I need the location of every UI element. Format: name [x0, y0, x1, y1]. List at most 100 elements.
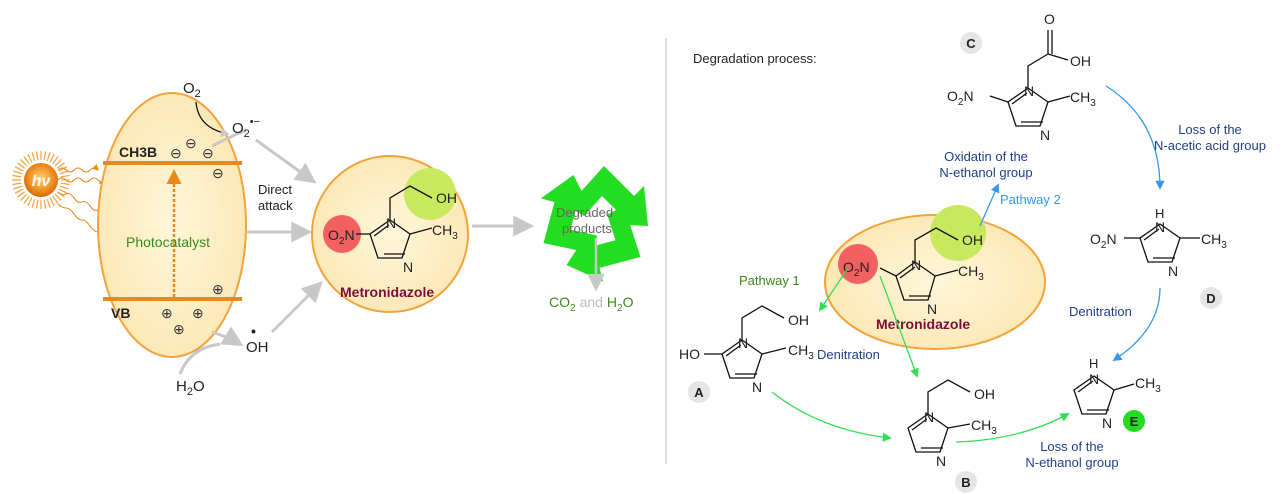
ring-nitrogen-3: N: [936, 453, 946, 469]
ring-nitrogen-3: N: [927, 301, 937, 317]
superoxide-label: O2•−: [232, 116, 260, 140]
ring-nitrogen-1: N: [738, 335, 748, 351]
carboxyl-oh-label: OH: [1070, 53, 1091, 69]
hydroxyl-radical-label: OH: [246, 339, 269, 356]
vb-label: VB: [111, 305, 130, 321]
sun-ray: [46, 198, 51, 208]
electron: ⊖: [170, 145, 182, 161]
denitration-label: Denitration: [817, 347, 880, 362]
sun-ray: [12, 174, 22, 178]
sun-ray: [56, 162, 65, 169]
loss-acetic-label: Loss of the: [1178, 122, 1242, 137]
compound-a-letter: A: [694, 385, 704, 400]
hydroxyl-group-label: OH: [974, 386, 995, 402]
compound-e-badge: [1123, 410, 1145, 432]
oxygen-label: O2: [183, 80, 201, 100]
sun-ray: [49, 197, 55, 207]
sun-ray: [60, 174, 70, 178]
compound-e-structure: [1073, 375, 1135, 415]
water-oxidation-line: [178, 342, 221, 375]
methyl-group-label: CH3: [1201, 231, 1227, 251]
b-to-e-arrow: [955, 413, 1070, 443]
d-to-e-arrow: [1112, 287, 1161, 361]
loss-acetic-label: N-acetic acid group: [1154, 138, 1266, 153]
oxidation-label: N-ethanol group: [939, 165, 1032, 180]
oxygen-reduction-arrow: [195, 101, 230, 138]
nh-hydrogen: H: [1155, 206, 1164, 221]
compound-b-structure: [907, 379, 971, 453]
sun-ray: [54, 159, 62, 167]
sun-ray: [20, 193, 28, 201]
left-panel: hν CH3B VB Photocatalyst ⊖ ⊖ ⊖ ⊖ ⊕ ⊕ ⊕ ⊕…: [12, 80, 659, 398]
pathway-2-arrow: [979, 183, 1000, 227]
ring-nitrogen-3: N: [403, 259, 413, 275]
electron: ⊖: [202, 145, 214, 161]
sun-ray: [20, 159, 28, 167]
hydroxyl-group-label: OH: [436, 190, 457, 206]
compound-b-badge: [955, 471, 977, 493]
oxidation-label: Oxidatin of the: [944, 149, 1028, 164]
sun-ray: [35, 151, 39, 161]
direct-attack-label: Direct: [258, 182, 292, 197]
ring-nitrogen-3: N: [1102, 415, 1112, 431]
sun-ray: [13, 170, 23, 175]
nitro-group-label: O2N: [947, 88, 974, 108]
sun-ray: [23, 195, 30, 204]
metronidazole-label: Metronidazole: [340, 284, 434, 300]
ethanol-highlight: [404, 168, 456, 220]
hydroxyl-attack-arrow: [270, 281, 323, 334]
denitration-arrow: [879, 275, 919, 378]
loss-ethanol-label: Loss of the: [1040, 439, 1104, 454]
compound-c-structure: [989, 30, 1071, 127]
sun-icon: hν: [12, 151, 70, 209]
sun-ray: [60, 182, 70, 186]
nitro-highlight: [323, 215, 361, 253]
denitration-label: Denitration: [1069, 304, 1132, 319]
compound-c-badge: [960, 32, 982, 54]
sun-ray: [49, 153, 55, 163]
ring-nitrogen-1: N: [386, 215, 396, 231]
sun-ray: [59, 185, 69, 190]
sun-ray: [52, 195, 59, 204]
c-to-d-arrow: [1105, 85, 1165, 190]
compound-a-structure: [704, 305, 787, 379]
hole: ⊕: [173, 321, 185, 337]
photocatalyst-particle: [97, 92, 247, 358]
sun-ray: [31, 198, 36, 208]
sun-ray: [43, 151, 47, 161]
pathway-1-label: Pathway 1: [739, 273, 800, 288]
pathway-2-label: Pathway 2: [1000, 192, 1061, 207]
sun-ray: [27, 197, 33, 207]
compound-b-letter: B: [961, 475, 970, 490]
metronidazole-structure: [356, 185, 433, 259]
methyl-group-label: CH3: [1135, 375, 1161, 395]
methyl-group-label: CH3: [971, 417, 997, 437]
sun-ray: [52, 156, 59, 165]
sun-ray: [54, 193, 62, 201]
ring-nitrogen-1: N: [911, 257, 921, 273]
sun-ray: [46, 152, 51, 162]
electron: ⊖: [185, 135, 197, 151]
direct-attack-label: attack: [258, 198, 293, 213]
cb-label: CH3B: [119, 144, 157, 160]
ring-nitrogen-3: N: [1040, 127, 1050, 143]
sun-ray: [17, 162, 26, 169]
ring-nitrogen-3: N: [1168, 263, 1178, 279]
nitro-group-label: O2N: [1090, 231, 1117, 251]
water-label: H2O: [176, 378, 205, 398]
carbonyl-oxygen: O: [1044, 11, 1055, 27]
sun-ray: [23, 156, 30, 165]
loss-ethanol-label: N-ethanol group: [1025, 455, 1118, 470]
hydroxyl-group-label: OH: [962, 232, 983, 248]
sun-ray: [58, 166, 68, 172]
hole: ⊕: [212, 281, 224, 297]
hv-label: hν: [32, 173, 51, 190]
pathway-1-arrow: [818, 267, 849, 312]
sun-ray: [58, 188, 68, 194]
hole: ⊕: [192, 305, 204, 321]
electron-transfer-line: [211, 128, 247, 148]
ring-nitrogen-1: N: [1089, 371, 1099, 387]
compound-d-structure: [1124, 223, 1200, 263]
